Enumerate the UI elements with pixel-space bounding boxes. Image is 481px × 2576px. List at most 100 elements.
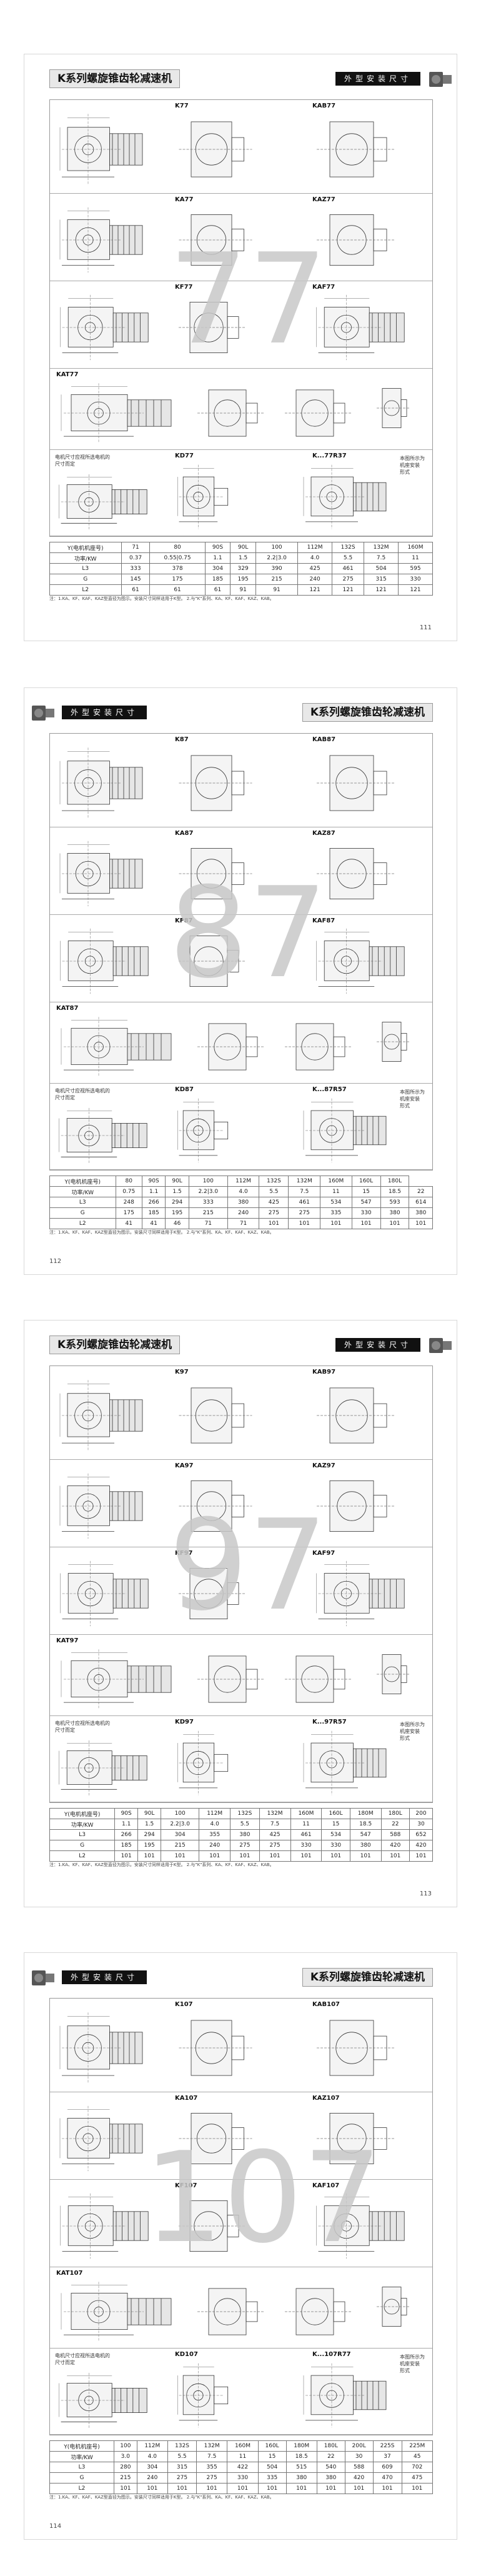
flange-drawing xyxy=(317,847,395,899)
gear-unit-drawing xyxy=(59,474,147,530)
model-label: KAB77 xyxy=(312,102,336,109)
page-subtitle: 外型安装尺寸 xyxy=(62,1970,147,1984)
table-cell: 5.5 xyxy=(230,1819,260,1830)
flange-drawing xyxy=(197,2288,265,2335)
table-header-cell: 71 xyxy=(121,542,151,553)
table-cell: 425 xyxy=(297,563,333,574)
table-cell: 461 xyxy=(332,563,365,574)
table-header-cell: 132M xyxy=(288,1176,321,1187)
table-footnote: 注：1.KA、KF、KAF、KAZ型直径为图示。安装尺寸同样适用于K型。 2.与… xyxy=(49,596,274,601)
table-cell: 195 xyxy=(137,1840,162,1851)
table-cell: 101 xyxy=(349,1850,382,1862)
table-cell: 41 xyxy=(115,1218,142,1229)
model-label: KAF77 xyxy=(312,284,335,291)
table-cell: 240 xyxy=(136,2472,168,2484)
table-cell: 2.2|3.0 xyxy=(188,1186,228,1197)
mounting-note: 本图所示为 机座安装 形式 xyxy=(400,1089,425,1109)
table-header-cell: 100 xyxy=(255,542,299,553)
table-header-cell: 90L xyxy=(165,1176,189,1187)
flange-drawing xyxy=(197,389,265,437)
table-cell: 425 xyxy=(259,1829,291,1840)
table-cell: 266 xyxy=(141,1197,166,1208)
gear-unit-drawing xyxy=(316,294,405,361)
table-cell: 215 xyxy=(255,574,299,585)
table-header-cell: 160M xyxy=(290,1808,322,1819)
table-cell: 101 xyxy=(161,1850,200,1862)
model-label: KAT107 xyxy=(56,2270,83,2277)
size-watermark: 77 xyxy=(169,227,328,372)
flange-drawing xyxy=(317,755,395,811)
table-cell: 504 xyxy=(364,563,399,574)
table-cell: 101 xyxy=(401,2483,434,2494)
model-label: K...97R57 xyxy=(312,1719,347,1725)
table-cell: 5.5 xyxy=(332,552,365,564)
table-cell: 101 xyxy=(320,1218,352,1229)
size-watermark: 107 xyxy=(144,2125,382,2271)
table-cell: 101 xyxy=(409,1850,434,1862)
table-cell: 22 xyxy=(316,2451,345,2462)
table-cell: 175 xyxy=(115,1207,142,1219)
table-cell: L2 xyxy=(49,2483,115,2494)
page-subtitle: 外型安装尺寸 xyxy=(335,1338,420,1352)
gear-unit-drawing xyxy=(177,1730,229,1795)
table-cell: 185 xyxy=(204,574,231,585)
table-cell: 3.0 xyxy=(114,2451,137,2462)
flange-drawing xyxy=(179,1387,252,1444)
drawing-row: K77 KAB77 xyxy=(50,100,432,194)
gear-unit-drawing xyxy=(177,1098,229,1163)
gear-unit-drawing xyxy=(303,1098,387,1163)
table-cell: 2.2|3.0 xyxy=(161,1819,200,1830)
gear-unit-drawing xyxy=(60,294,149,361)
table-cell: 11 xyxy=(290,1819,322,1830)
table-cell: 175 xyxy=(149,574,206,585)
motor-size-note: 电机尺寸应视所选电机的 尺寸而定 xyxy=(55,2353,110,2365)
flange-drawing xyxy=(179,755,252,811)
flange-drawing xyxy=(317,214,395,266)
gear-unit-drawing xyxy=(61,383,172,443)
model-label: KAB87 xyxy=(312,736,336,743)
table-cell: 功率/KW xyxy=(49,2451,115,2462)
table-cell: 195 xyxy=(230,574,256,585)
gear-unit-drawing xyxy=(59,2012,143,2084)
table-cell: 240 xyxy=(227,1207,260,1219)
model-label: KAT87 xyxy=(56,1005,79,1012)
table-cell: 101 xyxy=(230,1850,260,1862)
table-cell: 71 xyxy=(188,1218,228,1229)
flange-drawing xyxy=(179,847,252,899)
model-label: KF107 xyxy=(175,2182,197,2189)
gear-unit-drawing xyxy=(59,2372,147,2429)
page-title: K系列螺旋锥齿轮减速机 xyxy=(302,1968,433,1987)
table-cell: 195 xyxy=(165,1207,189,1219)
table-cell: 534 xyxy=(320,1197,352,1208)
page-subtitle: 外型安装尺寸 xyxy=(335,72,420,86)
table-cell: 11 xyxy=(320,1186,352,1197)
gear-unit-drawing xyxy=(59,1473,143,1539)
model-label: KD77 xyxy=(175,452,194,459)
gear-unit-drawing xyxy=(61,1017,172,1077)
model-label: K77 xyxy=(175,102,189,109)
model-label: K...87R57 xyxy=(312,1086,347,1093)
table-cell: 2.2|3.0 xyxy=(255,552,299,564)
table-cell: 504 xyxy=(257,2462,287,2473)
table-cell: 101 xyxy=(372,2483,402,2494)
mounting-note: 本图所示为 机座安装 形式 xyxy=(400,456,425,475)
gear-unit-drawing xyxy=(177,2363,229,2428)
table-cell: 652 xyxy=(409,1829,434,1840)
table-cell: 294 xyxy=(137,1829,162,1840)
table-footnote: 注：1.KA、KF、KAF、KAZ型直径为图示。安装尺寸同样适用于K型。 2.与… xyxy=(49,1230,274,1235)
model-label: KD87 xyxy=(175,1086,194,1093)
flange-drawing xyxy=(179,214,252,266)
